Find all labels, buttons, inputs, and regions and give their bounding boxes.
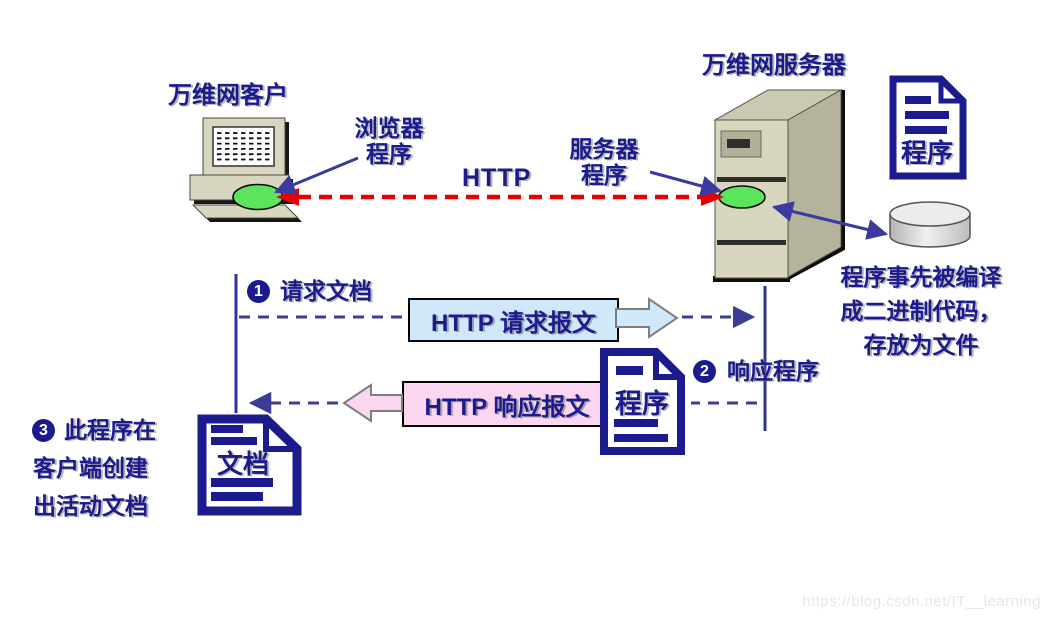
program-file-fold	[938, 81, 961, 104]
step3-line3: 出活动文档	[33, 493, 148, 519]
response-program-fold	[653, 354, 679, 380]
monitor-frame	[202, 117, 286, 176]
response-program-bar	[616, 366, 643, 375]
program-file-bar	[905, 111, 949, 119]
watermark: https://blog.csdn.net/IT__learning	[802, 593, 1041, 610]
keyboard	[191, 204, 300, 219]
server-title: 万维网服务器	[702, 52, 846, 79]
tower-vent-line-bottom	[717, 240, 786, 245]
program-file-label: 程序	[900, 138, 953, 168]
browser-program-label: 浏览器 程序	[342, 115, 436, 168]
server-tower	[713, 89, 845, 282]
http-request-message-label: HTTP 请求报文	[431, 309, 596, 337]
server-note-line1: 程序事先被编译	[840, 264, 1002, 290]
http-request-message-box: HTTP 请求报文	[408, 298, 619, 342]
tower-front-face	[714, 119, 789, 279]
program-file-bar	[905, 96, 931, 104]
step1-label: 请求文档	[280, 278, 372, 304]
http-label: HTTP	[462, 164, 532, 192]
system-unit-shadow	[194, 179, 293, 204]
server-program-line1: 服务器	[569, 136, 639, 162]
http-response-message-box: HTTP 响应报文	[402, 381, 612, 427]
step3-line2: 客户端创建	[33, 455, 148, 481]
http-response-message-label: HTTP 响应报文	[424, 393, 590, 421]
browser-program-line2: 程序	[366, 141, 412, 168]
step3-badge: 3	[32, 419, 55, 442]
drive-bay	[720, 130, 762, 158]
active-document-bar	[211, 492, 263, 501]
server-program-label: 服务器 程序	[556, 136, 652, 189]
step2-badge: 2	[693, 360, 716, 383]
browser-program-line1: 浏览器	[354, 115, 424, 141]
server-process-oval	[718, 185, 766, 209]
active-document-bar	[211, 425, 243, 433]
server-note-line2: 成二进制代码，	[840, 298, 1002, 324]
tower-side-face	[787, 89, 842, 278]
screen-text-lines	[217, 132, 270, 161]
http-arrowhead-left	[276, 188, 299, 206]
server-note: 程序事先被编译 成二进制代码， 存放为文件	[818, 260, 1024, 362]
client-computer	[189, 117, 302, 222]
monitor-screen	[212, 126, 275, 167]
server-label-arrow	[649, 170, 723, 197]
response-block-arrow	[342, 383, 403, 423]
tower-side-shadow	[786, 90, 845, 280]
keyboard-shadow	[197, 209, 302, 222]
active-document-label: 文档	[216, 449, 269, 479]
program-disk-double-arrow	[771, 201, 889, 240]
cylinder-body	[889, 214, 971, 248]
monitor-shadow	[207, 122, 289, 179]
server-program-line2: 程序	[581, 162, 627, 189]
response-program-label: 程序	[615, 389, 669, 419]
http-arrowhead-right	[701, 188, 724, 206]
tower-vent-line-top	[717, 177, 786, 182]
step1-badge: 1	[247, 280, 270, 303]
response-program-bar	[614, 434, 668, 442]
system-unit	[189, 174, 290, 201]
disk-cylinder	[889, 201, 971, 248]
request-block-arrow	[615, 297, 679, 339]
drive-slot	[727, 139, 750, 148]
step2-label: 响应程序	[727, 358, 819, 384]
step3-line1: 此程序在	[64, 417, 156, 443]
server-note-line3: 存放为文件	[863, 332, 979, 358]
cylinder-top	[889, 201, 971, 227]
tower-top-face	[713, 89, 843, 121]
client-title: 万维网客户	[168, 82, 288, 109]
browser-process-oval	[232, 183, 284, 211]
